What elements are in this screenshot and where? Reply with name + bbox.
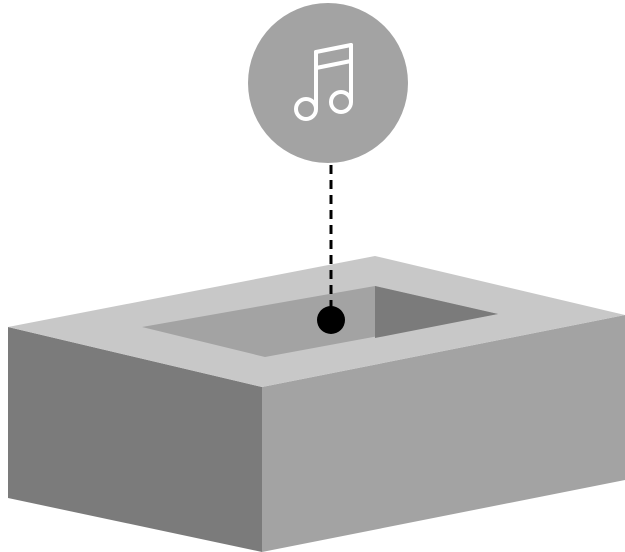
music-badge-circle	[248, 3, 408, 163]
box-right-face	[262, 315, 625, 552]
box-left-face	[8, 327, 262, 552]
music-note-icon	[294, 43, 353, 121]
anchor-dot	[317, 306, 345, 334]
music-badge	[248, 3, 408, 163]
cavity-left-wall	[375, 286, 498, 338]
open-box	[8, 256, 625, 552]
